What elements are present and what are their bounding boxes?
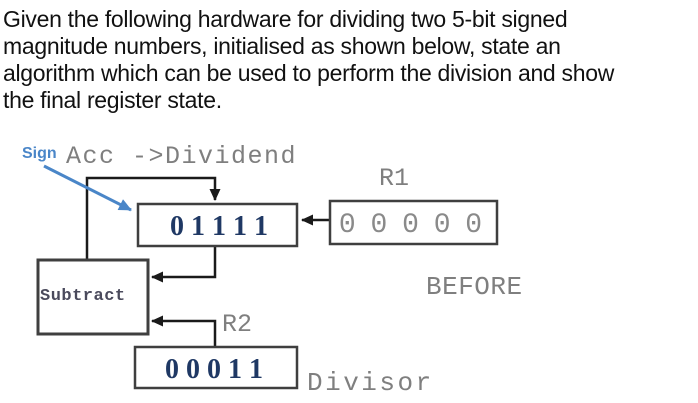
question-line-3: algorithm which can be used to perform t… (3, 60, 615, 86)
divisor-register-value: 0 0 0 1 1 (165, 354, 263, 385)
division-hardware-diagram: Sign Acc ->Dividend R1 BEFORE Subtract R… (22, 142, 523, 398)
sign-label: Sign (22, 145, 57, 162)
divisor-label: Divisor (307, 368, 434, 398)
acc-dividend-label: Acc ->Dividend (66, 142, 297, 171)
subtract-label: Subtract (40, 287, 126, 306)
acc-register-value: 0 1 1 1 1 (170, 211, 268, 242)
question-line-2: magnitude numbers, initialised as shown … (3, 33, 561, 59)
sign-pointer-arrow (43, 164, 132, 212)
question-line-1: Given the following hardware for dividin… (3, 6, 568, 32)
r1-register-value: 0 0 0 0 0 (339, 210, 481, 241)
divisor-register-box (133, 345, 299, 390)
subtract-unit-box (36, 258, 150, 336)
r1-register-box (328, 199, 499, 246)
r1-label: R1 (379, 164, 409, 193)
question-line-4: the final register state. (3, 87, 222, 113)
wire-acc-to-subtract (151, 246, 217, 283)
r2-label: R2 (222, 310, 252, 339)
acc-register-box (136, 202, 299, 248)
wire-divisor-to-subtract (151, 315, 217, 347)
feedback-wire-acc-top (85, 176, 221, 260)
question-text: Given the following hardware for dividin… (3, 6, 697, 114)
before-label: BEFORE (426, 272, 523, 302)
